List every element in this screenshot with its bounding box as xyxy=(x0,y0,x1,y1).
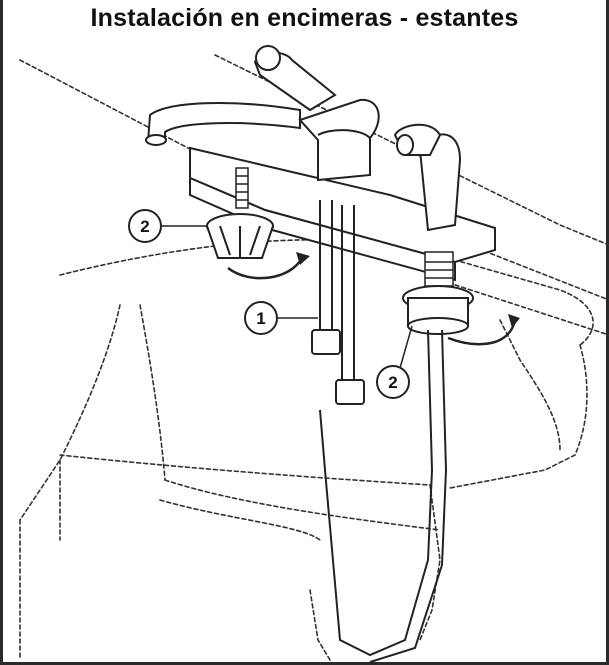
callout-2-right-label: 2 xyxy=(388,373,397,392)
callout-1: 1 xyxy=(244,301,318,335)
sink-basin-front xyxy=(59,454,431,486)
sink-bowl-left xyxy=(139,304,166,481)
arrow-heads xyxy=(296,252,520,328)
faucet-spout xyxy=(145,102,301,146)
sink-wall-right xyxy=(499,319,561,451)
callout-1-label: 1 xyxy=(256,309,265,328)
sink-rim-front xyxy=(19,304,121,521)
left-threaded-post xyxy=(235,167,249,209)
callout-2-right: 2 xyxy=(376,325,413,399)
sink-basin-bottom xyxy=(164,479,441,531)
diagram-title: Instalación en encimeras - estantes xyxy=(90,4,519,32)
side-sprayer xyxy=(393,123,462,232)
mounting-nut-right xyxy=(402,285,474,335)
callout-2-left: 2 xyxy=(128,209,207,243)
sink-bowl-base xyxy=(159,499,321,541)
countertop-right-edge xyxy=(379,209,609,301)
drain-pipe-left xyxy=(309,589,331,661)
sink-basin-right xyxy=(449,344,588,489)
mounting-nut-left xyxy=(206,213,274,259)
callout-2-left-label: 2 xyxy=(140,217,149,236)
supply-hoses xyxy=(319,200,448,663)
faucet-handle xyxy=(253,45,380,182)
hose-couplings xyxy=(311,329,365,405)
